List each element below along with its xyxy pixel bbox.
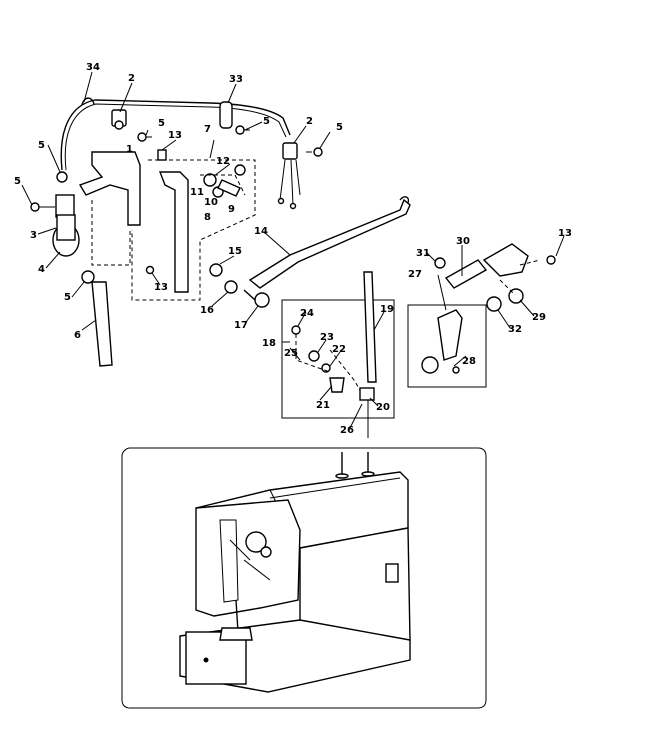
needle-bar-crank-assembly	[407, 243, 556, 388]
callout-10: 10	[204, 197, 218, 208]
callout-13: 13	[154, 282, 168, 293]
sewing-machine-body	[121, 447, 487, 709]
callout-5: 5	[64, 292, 71, 303]
bracket-plate	[78, 151, 141, 266]
callout-8: 8	[204, 212, 211, 223]
callout-13: 13	[558, 228, 572, 239]
callout-14: 14	[254, 226, 268, 237]
callout-5: 5	[158, 118, 165, 129]
thread-tension-assembly	[30, 171, 80, 257]
callout-4: 4	[38, 264, 45, 275]
callout-33: 33	[229, 74, 243, 85]
callout-2: 2	[306, 116, 313, 127]
callout-5: 5	[336, 122, 343, 133]
presser-bar-bracket	[131, 149, 256, 301]
callout-31: 31	[416, 248, 430, 259]
lever-6	[81, 270, 113, 367]
callout-25: 25	[284, 348, 298, 359]
callout-19: 19	[380, 304, 394, 315]
callout-30: 30	[456, 236, 470, 247]
leader-lines	[21, 71, 565, 429]
needle-bar-assembly	[281, 271, 395, 438]
callout-18: 18	[262, 338, 276, 349]
callout-15: 15	[228, 246, 242, 257]
callout-3: 3	[30, 230, 37, 241]
callout-13: 13	[168, 130, 182, 141]
callout-5: 5	[38, 140, 45, 151]
callout-28: 28	[462, 356, 476, 367]
callout-23: 23	[320, 332, 334, 343]
callout-27: 27	[408, 269, 422, 280]
callout-17: 17	[234, 320, 248, 331]
callout-24: 24	[300, 308, 314, 319]
callout-20: 20	[376, 402, 390, 413]
callout-22: 22	[332, 344, 346, 355]
callout-29: 29	[532, 312, 546, 323]
callout-34: 34	[86, 62, 100, 73]
callout-16: 16	[200, 305, 214, 316]
upper-thread-guide-assembly	[60, 97, 323, 210]
callout-12: 12	[216, 156, 230, 167]
callout-11: 11	[190, 187, 204, 198]
callout-32: 32	[508, 324, 522, 335]
callout-2: 2	[128, 73, 135, 84]
callout-5: 5	[14, 176, 21, 187]
thread-take-up-lever	[209, 196, 411, 308]
callout-7: 7	[204, 124, 211, 135]
callout-5: 5	[263, 116, 270, 127]
callout-9: 9	[228, 204, 235, 215]
callout-26: 26	[340, 425, 354, 436]
callout-1: 1	[126, 144, 133, 155]
callout-21: 21	[316, 400, 330, 411]
callout-labels: 34 2 33 5 13 5 7 2 5 5 1 12 11 10 8 9 5 …	[14, 62, 572, 436]
callout-6: 6	[74, 330, 81, 341]
